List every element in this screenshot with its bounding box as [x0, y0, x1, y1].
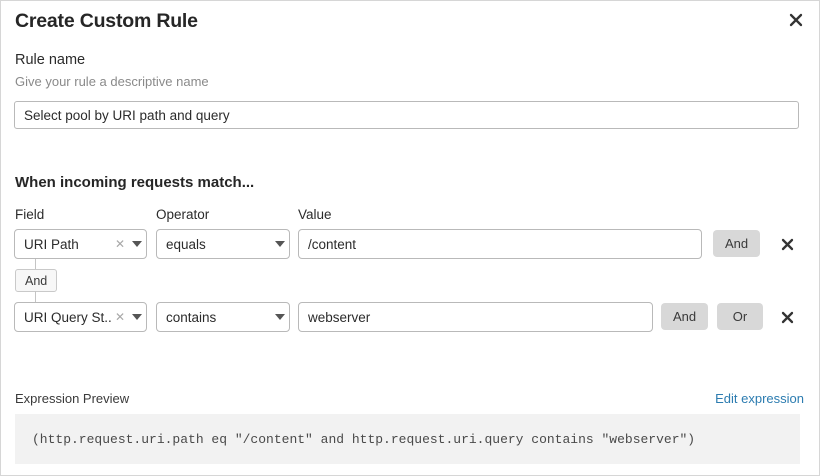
dialog-title: Create Custom Rule — [15, 10, 198, 32]
and-button-row-2[interactable]: And — [661, 303, 709, 330]
remove-condition-row-2[interactable] — [776, 304, 798, 330]
operator-select-row-2[interactable]: contains — [156, 302, 290, 332]
and-button-row-1[interactable]: And — [713, 230, 761, 257]
chevron-down-icon[interactable] — [128, 241, 146, 247]
edit-expression-link[interactable]: Edit expression — [715, 391, 804, 406]
rule-name-input[interactable] — [14, 101, 799, 129]
chevron-down-icon[interactable] — [271, 241, 289, 247]
connector-and-badge[interactable]: And — [15, 269, 58, 292]
clear-icon[interactable]: ✕ — [114, 237, 125, 251]
connector-line-top — [35, 259, 36, 270]
chevron-down-icon[interactable] — [271, 314, 289, 320]
connector-line-bottom — [35, 291, 36, 302]
field-select-row-2[interactable]: URI Query St... ✕ — [14, 302, 147, 332]
expression-preview-code: (http.request.uri.path eq "/content" and… — [15, 414, 800, 464]
field-select-value-row-2: URI Query St... — [24, 309, 112, 325]
field-select-row-1[interactable]: URI Path ✕ — [14, 229, 147, 259]
rule-name-help-text: Give your rule a descriptive name — [15, 74, 209, 89]
value-input-row-2[interactable] — [298, 302, 653, 332]
value-input-row-1[interactable] — [298, 229, 702, 259]
close-icon[interactable] — [783, 7, 809, 33]
remove-condition-row-1[interactable] — [776, 231, 798, 257]
clear-icon[interactable]: ✕ — [114, 310, 125, 324]
expression-preview-label: Expression Preview — [15, 391, 130, 406]
operator-select-row-1[interactable]: equals — [156, 229, 290, 259]
field-select-value-row-1: URI Path — [24, 236, 79, 252]
column-header-operator: Operator — [156, 207, 210, 222]
or-button-row-2[interactable]: Or — [717, 303, 763, 330]
column-header-field: Field — [15, 207, 45, 222]
rule-name-label: Rule name — [15, 52, 86, 68]
conditions-heading: When incoming requests match... — [15, 174, 255, 191]
operator-select-value-row-2: contains — [166, 309, 217, 325]
operator-select-value-row-1: equals — [166, 236, 206, 252]
chevron-down-icon[interactable] — [128, 314, 146, 320]
column-header-value: Value — [298, 207, 332, 222]
